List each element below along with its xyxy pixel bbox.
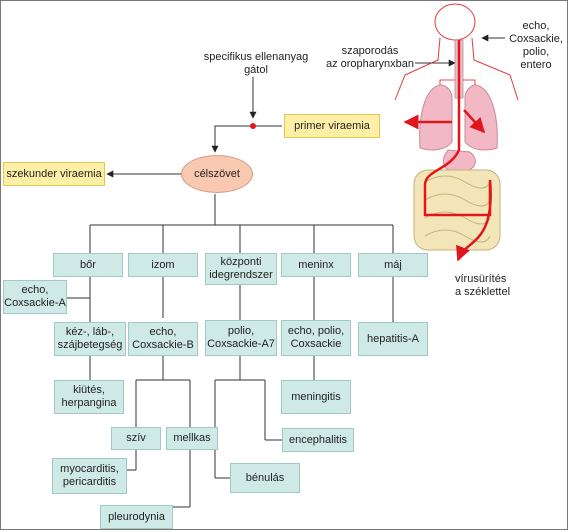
cns-encephalitis-box: encephalitis xyxy=(282,428,354,452)
organ-skin: bőr xyxy=(53,253,123,277)
skin-disease-rash-box: kiütés, herpangina xyxy=(54,380,124,414)
shedding-label: vírusürítés a széklettel xyxy=(455,273,511,298)
chest-disease-box: pleurodynia xyxy=(100,505,173,529)
skin-viruses-box: echo, Coxsackie-A xyxy=(3,280,67,314)
organ-cns: központi idegrendszer xyxy=(205,253,277,285)
muscle-heart-box: szív xyxy=(111,427,161,450)
primary-viraemia-box: primer viraemia xyxy=(284,114,380,138)
skin-disease-hfmd-box: kéz-, láb-, szájbetegség xyxy=(54,322,126,356)
organ-meninx: meninx xyxy=(281,253,351,277)
entry-viruses-label: echo, Coxsackie, polio, entero xyxy=(509,20,563,71)
secondary-viraemia-box: szekunder viraemia xyxy=(3,162,105,186)
primary-to-target-arrow xyxy=(211,125,282,153)
target-tissue-ellipse: célszövet xyxy=(181,155,253,193)
cns-viruses-box: polio, Coxsackie-A7 xyxy=(205,320,277,356)
gi-path-arrow xyxy=(423,40,492,262)
meninx-viruses-box: echo, polio, Coxsackie xyxy=(281,320,351,356)
organ-muscle: izom xyxy=(128,253,198,277)
inhibitor-label: specifikus ellenanyag gátol xyxy=(203,51,309,76)
liver-virus-box: hepatitis-A xyxy=(358,322,428,356)
muscle-chest-box: mellkas xyxy=(166,427,218,450)
viraemia-right-arrow xyxy=(463,109,486,134)
organ-liver: máj xyxy=(358,253,428,277)
muscle-viruses-box: echo, Coxsackie-B xyxy=(128,322,198,356)
cns-paralysis-box: bénulás xyxy=(230,463,300,493)
replication-label: szaporodás az oropharynxban xyxy=(325,45,415,70)
meninx-disease-box: meningitis xyxy=(281,380,351,414)
block-marker xyxy=(250,123,256,129)
heart-disease-box: myocarditis, pericarditis xyxy=(52,458,127,494)
human-body-illustration xyxy=(394,3,519,262)
